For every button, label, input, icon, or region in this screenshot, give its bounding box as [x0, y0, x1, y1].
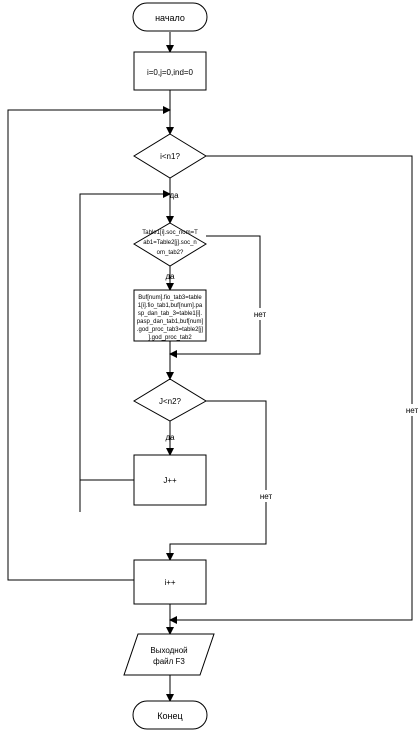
assign-line-5: .god_proc_tab3=table2[j] [137, 327, 204, 333]
end-terminator [132, 700, 208, 730]
cond-inner-no-bg [256, 490, 276, 502]
cond-outer-no-text: нет [406, 406, 419, 415]
output-line-1: Выходной [150, 646, 187, 655]
assign-line-4: pasp_dan_tab1,buf[num] [137, 319, 204, 325]
cond-match-decision [133, 222, 207, 267]
cond-inner-decision [133, 378, 207, 422]
inc-i-process [133, 559, 207, 605]
init-label: i=0,j=0,ind=0 [147, 68, 194, 77]
cond-outer-label: i<n1? [160, 152, 180, 161]
arrow-match-no [169, 235, 261, 358]
start-label: начало [155, 13, 185, 23]
start-terminator [132, 2, 208, 32]
cond-inner-no-label: нет [260, 492, 273, 501]
cond-match-yes-label: да [165, 272, 175, 281]
cond-match-line-1: Table1[i].soc_nom=T [142, 230, 198, 236]
arrow-loop-j [79, 190, 171, 512]
output-data [123, 633, 215, 676]
cond-outer-decision [133, 133, 207, 179]
cond-match-line-3: om_tab2? [157, 250, 184, 256]
cond-match-no-bg [250, 308, 270, 320]
cond-match-no-label: нет [254, 310, 267, 319]
connectors [7, 32, 413, 702]
inc-j-label: J++ [163, 476, 177, 485]
assign-line-1: Buf[num].fio_tab3=table [138, 295, 202, 301]
assign-process [133, 289, 207, 342]
inc-j-process [133, 454, 207, 506]
init-process [133, 51, 207, 91]
cond-inner-label: J<n2? [159, 397, 182, 406]
arrow-loop-i [7, 106, 171, 581]
cond-outer-no-bg [404, 404, 420, 416]
cond-outer-yes-label: да [169, 191, 179, 200]
output-line-2: файл F3 [153, 657, 185, 666]
cond-match-line-2: ab1=Table2[j].soc_n [143, 240, 197, 246]
end-label: Конец [157, 711, 182, 721]
arrow-inner-no [166, 400, 267, 561]
assign-line-6: ].god_proc_tab2 [148, 335, 192, 341]
assign-line-2: 1[i].fio_tab1,buf[num].pa [138, 303, 203, 309]
arrow-outer-no [169, 155, 413, 624]
cond-inner-yes-label: да [165, 433, 175, 442]
assign-line-3: sp_dan_tab_3=table1[i]. [138, 311, 203, 317]
inc-i-label: i++ [164, 578, 175, 587]
